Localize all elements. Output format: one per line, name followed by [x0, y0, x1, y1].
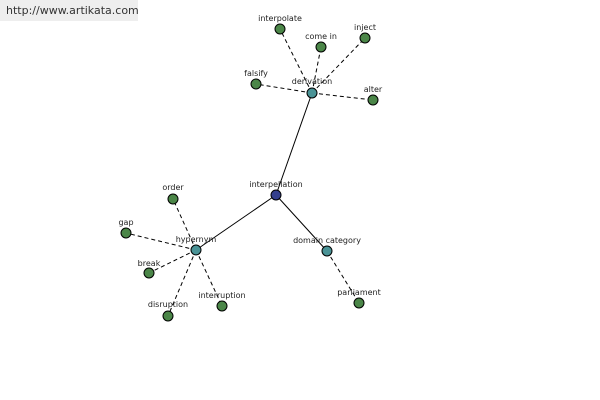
- node-dot-come_in[interactable]: [315, 41, 327, 53]
- node-come_in[interactable]: come in: [305, 32, 337, 53]
- edge-derivation-come_in: [311, 46, 322, 94]
- node-derivation[interactable]: derivation: [292, 77, 332, 99]
- node-parliament[interactable]: parliament: [337, 288, 381, 309]
- edge-derivation-falsify: [255, 83, 313, 94]
- node-dot-hypernym[interactable]: [190, 244, 202, 256]
- node-dot-alter[interactable]: [367, 94, 379, 106]
- node-dot-parliament[interactable]: [353, 297, 365, 309]
- node-label-interpolate: interpolate: [258, 14, 302, 23]
- node-interpolate[interactable]: interpolate: [258, 14, 302, 35]
- node-dot-interruption[interactable]: [216, 300, 228, 312]
- node-label-break: break: [138, 259, 161, 268]
- node-dot-break[interactable]: [143, 267, 155, 279]
- node-break[interactable]: break: [138, 259, 161, 279]
- node-label-gap: gap: [118, 218, 133, 227]
- edge-interpellation-hypernym: [195, 194, 277, 251]
- graph-nodes: interpellation derivation hypernym domain c…: [118, 14, 383, 322]
- node-label-interruption: interruption: [198, 291, 245, 300]
- site-watermark: http://www.artikata.com: [0, 0, 139, 21]
- node-label-come_in: come in: [305, 32, 337, 41]
- node-domain_category[interactable]: domain category: [293, 236, 361, 257]
- node-dot-disruption[interactable]: [162, 310, 174, 322]
- edge-hypernym-order: [172, 198, 197, 251]
- node-label-falsify: falsify: [244, 69, 268, 78]
- node-label-derivation: derivation: [292, 77, 332, 86]
- node-falsify[interactable]: falsify: [244, 69, 268, 90]
- node-dot-interpolate[interactable]: [274, 23, 286, 35]
- node-label-alter: alter: [364, 85, 383, 94]
- edge-hypernym-break: [148, 249, 197, 274]
- edge-hypernym-gap: [125, 232, 197, 251]
- node-inject[interactable]: inject: [354, 23, 376, 44]
- edge-derivation-alter: [311, 92, 374, 101]
- node-label-parliament: parliament: [337, 288, 381, 297]
- node-label-inject: inject: [354, 23, 376, 32]
- edge-derivation-interpolate: [279, 28, 313, 94]
- edge-hypernym-disruption: [167, 249, 197, 317]
- node-dot-inject[interactable]: [359, 32, 371, 44]
- node-disruption[interactable]: disruption: [148, 300, 188, 322]
- node-dot-interpellation[interactable]: [270, 189, 282, 201]
- node-interruption[interactable]: interruption: [198, 291, 246, 312]
- edge-derivation-inject: [311, 37, 366, 94]
- node-order[interactable]: order: [162, 183, 184, 205]
- node-label-interpellation: interpellation: [249, 180, 302, 189]
- node-interpellation[interactable]: interpellation: [249, 180, 303, 201]
- node-label-order: order: [162, 183, 184, 192]
- graph-edges: [125, 28, 374, 317]
- node-gap[interactable]: gap: [118, 218, 134, 239]
- node-dot-order[interactable]: [167, 193, 179, 205]
- node-hypernym[interactable]: hypernym: [176, 235, 217, 256]
- edge-domain_category-parliament: [326, 250, 360, 304]
- edge-hypernym-interruption: [195, 249, 223, 307]
- node-dot-falsify[interactable]: [250, 78, 262, 90]
- edge-interpellation-domain_category: [275, 194, 328, 252]
- edge-interpellation-derivation: [275, 92, 313, 196]
- node-label-hypernym: hypernym: [176, 235, 217, 244]
- node-dot-domain_category[interactable]: [321, 245, 333, 257]
- node-dot-derivation[interactable]: [306, 87, 318, 99]
- node-dot-gap[interactable]: [120, 227, 132, 239]
- node-alter[interactable]: alter: [364, 85, 383, 106]
- node-label-disruption: disruption: [148, 300, 188, 309]
- node-label-domain_category: domain category: [293, 236, 361, 245]
